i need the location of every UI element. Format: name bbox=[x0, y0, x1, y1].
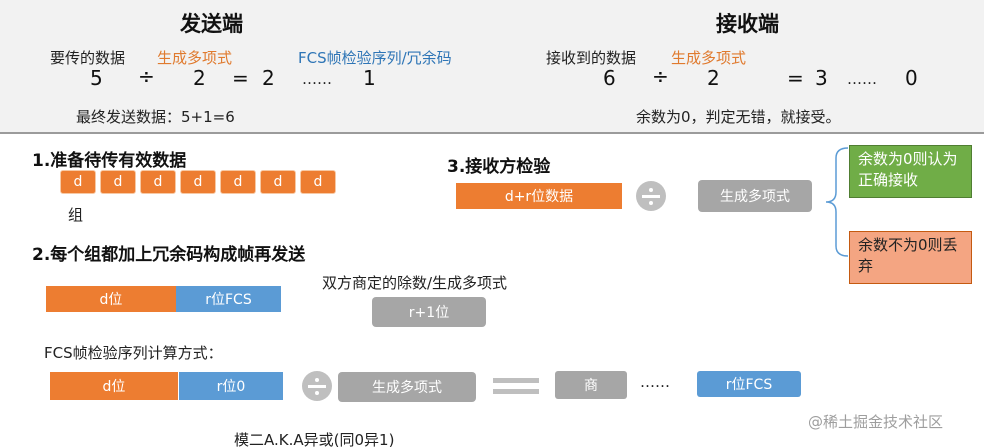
data-cell: d bbox=[100, 170, 136, 194]
receiver-div-sign: ÷ bbox=[652, 64, 669, 88]
r-fcs-result-box: r位FCS bbox=[697, 371, 801, 397]
sender-dividend: 5 bbox=[90, 66, 103, 90]
receiver-data-label: 接收到的数据 bbox=[546, 49, 637, 67]
data-cell: d bbox=[140, 170, 176, 194]
step1-title: 1.准备待传有效数据 bbox=[32, 151, 187, 171]
step2-title: 2.每个组都加上冗余码构成帧再发送 bbox=[32, 245, 306, 265]
data-cell: d bbox=[300, 170, 336, 194]
equals-icon-top bbox=[493, 378, 539, 383]
r-plus-1-box: r+1位 bbox=[372, 297, 486, 327]
sender-fcs-label: FCS帧检验序列/冗余码 bbox=[298, 49, 452, 67]
sender-final-text: 最终发送数据：5+1=6 bbox=[76, 108, 235, 126]
sender-dots: …… bbox=[302, 70, 332, 88]
d-bits-box: d位 bbox=[46, 286, 176, 312]
r-fcs-box: r位FCS bbox=[176, 286, 281, 312]
group-label: 组 bbox=[68, 206, 84, 224]
sender-div-sign: ÷ bbox=[138, 64, 155, 88]
data-cell: d bbox=[180, 170, 216, 194]
step3-title: 3.接收方检验 bbox=[447, 157, 551, 177]
section-divider bbox=[0, 132, 984, 134]
quotient-box: 商 bbox=[555, 371, 627, 399]
receiver-divisor: 2 bbox=[707, 66, 720, 90]
fcs-calc-title: FCS帧检验序列计算方式： bbox=[44, 344, 223, 362]
sender-title: 发送端 bbox=[180, 12, 243, 36]
sender-data-label: 要传的数据 bbox=[50, 49, 126, 67]
data-cell: d bbox=[60, 170, 96, 194]
top-panel bbox=[0, 0, 984, 132]
receiver-remainder: 0 bbox=[905, 66, 918, 90]
receiver-poly-label: 生成多项式 bbox=[671, 49, 747, 67]
sender-poly-label: 生成多项式 bbox=[157, 49, 233, 67]
divide-icon bbox=[636, 181, 666, 211]
receiver-eq: = bbox=[787, 66, 804, 90]
r-zero-box: r位0 bbox=[179, 372, 283, 400]
fcs-calc-dots: …… bbox=[640, 373, 670, 391]
receiver-result-text: 余数为0，判定无错，就接受。 bbox=[636, 108, 841, 126]
receiver-quotient: 3 bbox=[815, 66, 828, 90]
negotiate-text: 双方商定的除数/生成多项式 bbox=[322, 274, 508, 292]
accept-box: 余数为0则认为正确接收 bbox=[849, 145, 972, 198]
generator-poly-box: 生成多项式 bbox=[698, 180, 812, 212]
data-cell: d bbox=[260, 170, 296, 194]
discard-box: 余数不为0则丢弃 bbox=[849, 231, 972, 284]
data-cell: d bbox=[220, 170, 256, 194]
sender-quotient: 2 bbox=[262, 66, 275, 90]
watermark: @稀土掘金技术社区 bbox=[808, 413, 944, 431]
received-data-box: d+r位数据 bbox=[456, 183, 622, 209]
receiver-dividend: 6 bbox=[603, 66, 616, 90]
brace-icon bbox=[825, 147, 849, 257]
equals-icon-bottom bbox=[493, 389, 539, 394]
receiver-dots: …… bbox=[847, 70, 877, 88]
divide-icon bbox=[302, 371, 332, 401]
sender-divisor: 2 bbox=[193, 66, 206, 90]
mod2-text: 模二A.K.A异或(同0异1) bbox=[234, 431, 395, 448]
generator-poly-box: 生成多项式 bbox=[338, 372, 476, 402]
d-bits-box: d位 bbox=[50, 372, 178, 400]
receiver-title: 接收端 bbox=[716, 12, 779, 36]
sender-remainder: 1 bbox=[363, 66, 376, 90]
sender-eq: = bbox=[232, 66, 249, 90]
